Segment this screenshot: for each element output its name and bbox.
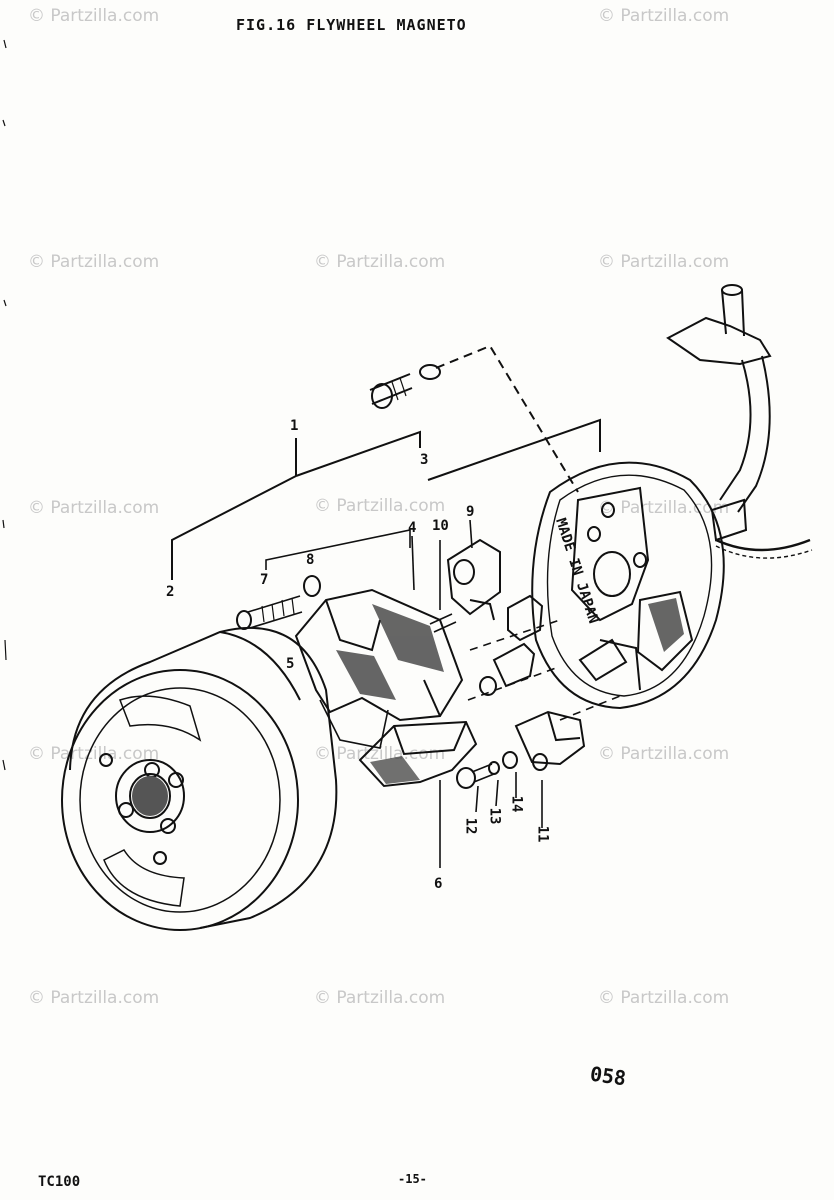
diagram-code: 058 — [588, 1061, 628, 1091]
watermark: © Partzilla.com — [314, 252, 446, 272]
leader-3 — [427, 418, 601, 481]
ignition-coil-fill — [370, 756, 420, 784]
nut-11 — [532, 753, 548, 771]
callout-1: 1 — [290, 418, 299, 434]
lock-washer-13 — [488, 761, 500, 775]
callout-11: 11 — [534, 825, 551, 843]
stator-plate — [531, 461, 725, 710]
model-code: TC100 — [38, 1174, 81, 1190]
leaders-11-14 — [475, 772, 543, 828]
lighting-coil — [294, 588, 464, 749]
callout-9: 9 — [466, 504, 475, 520]
callout-13: 13 — [486, 807, 503, 825]
watermark: © Partzilla.com — [314, 744, 446, 764]
rotor-hub-fill — [132, 776, 168, 816]
contact-breaker-points — [514, 710, 586, 766]
callout-14: 14 — [508, 795, 525, 813]
watermark: © Partzilla.com — [28, 6, 160, 26]
watermark: © Partzilla.com — [28, 744, 160, 764]
point-bracket — [479, 642, 536, 696]
screw-10 — [429, 613, 457, 633]
bolt-alignment-line — [435, 344, 579, 493]
watermark: © Partzilla.com — [28, 498, 160, 518]
leader-9 — [469, 519, 473, 549]
callout-3: 3 — [420, 452, 429, 468]
washer-14 — [502, 751, 518, 769]
callout-6: 6 — [434, 876, 443, 892]
flywheel-rotor — [61, 626, 338, 931]
leader-4 — [411, 535, 415, 591]
screw-7 — [236, 595, 303, 630]
watermark: © Partzilla.com — [314, 496, 446, 516]
screw-12 — [456, 767, 476, 789]
figure-title: FIG.16 FLYWHEEL MAGNETO — [236, 16, 467, 34]
coil-winding-fill — [336, 604, 444, 700]
stator-cam-fill — [648, 598, 684, 652]
watermark: © Partzilla.com — [314, 988, 446, 1008]
callout-10: 10 — [432, 518, 449, 534]
watermark: © Partzilla.com — [598, 988, 730, 1008]
callout-5: 5 — [286, 656, 295, 672]
callout-4: 4 — [408, 520, 417, 536]
stator-bolt — [369, 364, 441, 409]
callout-bracket-7-8 — [265, 529, 411, 570]
ignition-coil — [358, 720, 478, 788]
callout-bracket-1 — [171, 430, 421, 580]
felt-block — [507, 594, 544, 642]
watermark: © Partzilla.com — [28, 988, 160, 1008]
watermark: © Partzilla.com — [598, 744, 730, 764]
watermark: © Partzilla.com — [598, 6, 730, 26]
page-number: -15- — [398, 1172, 427, 1186]
washer-8 — [303, 575, 321, 597]
callout-7: 7 — [260, 572, 269, 588]
watermark: © Partzilla.com — [598, 498, 730, 518]
watermark: © Partzilla.com — [28, 252, 160, 272]
callout-12: 12 — [462, 817, 479, 835]
condenser — [446, 538, 501, 621]
watermark: © Partzilla.com — [598, 252, 730, 272]
wiring-harness — [666, 284, 813, 559]
callout-2: 2 — [166, 584, 175, 600]
callout-8: 8 — [306, 552, 315, 568]
